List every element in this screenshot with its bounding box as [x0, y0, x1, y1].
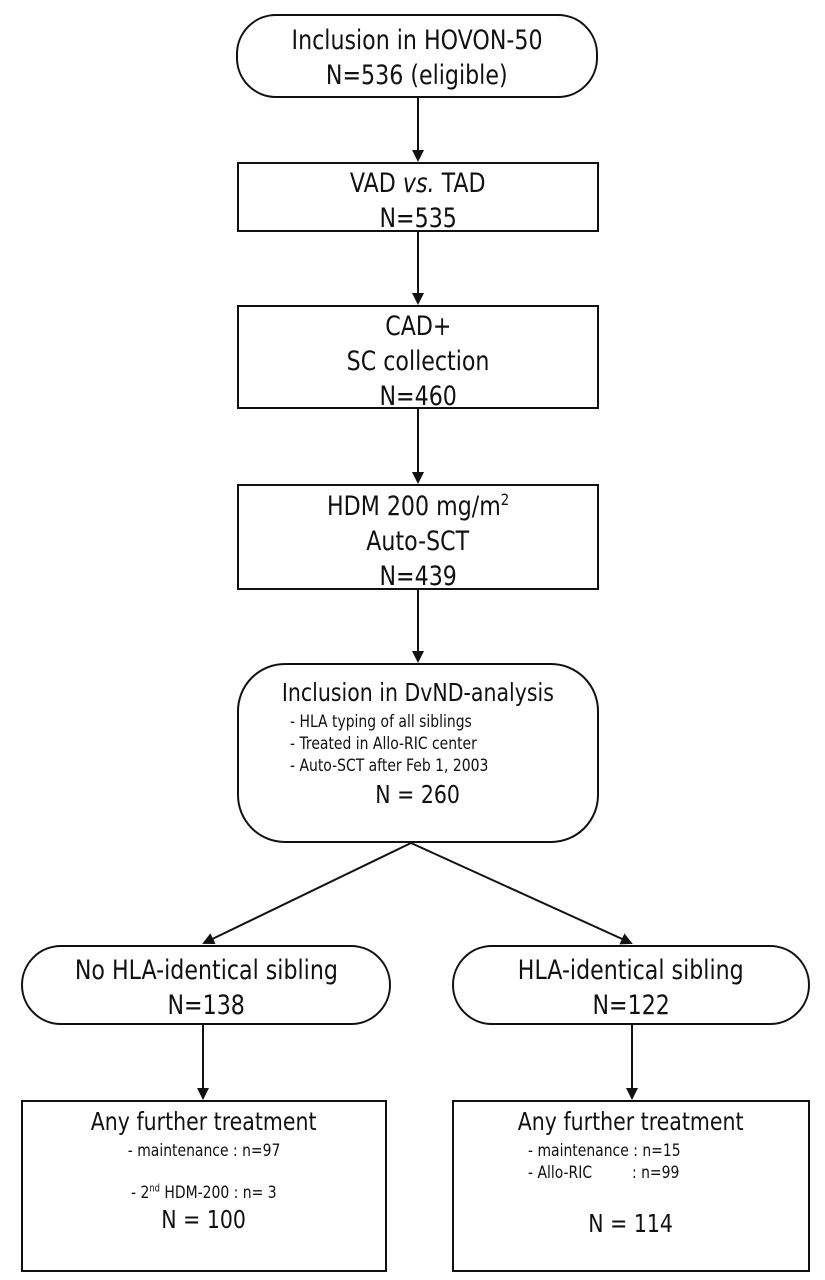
hdm-dose-text: HDM 200 mg/m	[326, 491, 501, 522]
cad-label: CAD+	[384, 311, 452, 342]
right-treatment-count: N = 114	[588, 1209, 674, 1238]
auto-sct-label: Auto-SCT	[366, 526, 470, 557]
dvnd-criterion: - Auto-SCT after Feb 1, 2003	[290, 756, 489, 776]
second-hdm-prefix: - 2	[131, 1183, 150, 1203]
hla-count: N=122	[592, 990, 670, 1021]
node-right-further-treatment: Any further treatment - maintenance : n=…	[452, 1100, 810, 1272]
no-hla-title: No HLA-identical sibling	[74, 955, 338, 986]
dvnd-criteria-list: - HLA typing of all siblings - Treated i…	[290, 711, 532, 777]
second-hdm-ordinal: nd	[149, 1183, 161, 1195]
inclusion-hovon-count: N=536 (eligible)	[326, 60, 508, 91]
hdm-auto-count: N=439	[379, 561, 457, 592]
inclusion-hovon-title: Inclusion in HOVON-50	[291, 25, 543, 56]
vs-label: vs.	[403, 168, 435, 199]
left-treatment-title: Any further treatment	[91, 1107, 317, 1136]
cad-sc-count: N=460	[379, 381, 457, 412]
right-treatment-maintenance: - maintenance : n=15	[527, 1141, 681, 1161]
arrow-dvnd-to-no-hla	[202, 842, 412, 945]
right-treatment-allo-ric: - Allo-RIC : n=99	[527, 1163, 680, 1183]
node-no-hla-identical-sibling: No HLA-identical sibling N=138	[21, 945, 391, 1025]
node-hdm-auto-sct: HDM 200 mg/m2 Auto-SCT N=439	[237, 484, 599, 592]
dvnd-criterion: - Treated in Allo-RIC center	[290, 734, 477, 754]
left-treatment-second-hdm: - 2nd HDM-200 : n= 3	[131, 1182, 277, 1204]
node-inclusion-hovon: Inclusion in HOVON-50 N=536 (eligible)	[236, 14, 598, 98]
tad-label: TAD	[434, 168, 486, 199]
dvnd-count: N = 260	[375, 780, 461, 809]
dvnd-title: Inclusion in DvND-analysis	[281, 678, 555, 707]
vad-vs-tad-count: N=535	[379, 203, 457, 234]
no-hla-count: N=138	[167, 990, 245, 1021]
node-cad-sc-collection: CAD+ SC collection N=460	[237, 305, 599, 412]
left-treatment-maintenance: - maintenance : n=97	[127, 1141, 281, 1161]
hdm-dose-exponent: 2	[500, 490, 510, 509]
second-hdm-text: HDM-200 : n= 3	[160, 1183, 277, 1203]
vad-vs-tad-title: VAD vs. TAD	[350, 167, 486, 201]
node-dvnd-analysis: Inclusion in DvND-analysis - HLA typing …	[237, 663, 599, 843]
right-treatment-title: Any further treatment	[518, 1107, 744, 1136]
arrow-dvnd-to-hla	[410, 842, 633, 945]
left-treatment-count: N = 100	[161, 1205, 247, 1234]
vad-label: VAD	[350, 168, 404, 199]
node-left-further-treatment: Any further treatment - maintenance : n=…	[21, 1100, 387, 1272]
node-vad-vs-tad: VAD vs. TAD N=535	[237, 162, 599, 234]
sc-collection-label: SC collection	[346, 346, 490, 377]
dvnd-criterion: - HLA typing of all siblings	[290, 712, 472, 732]
hla-title: HLA-identical sibling	[518, 955, 744, 986]
right-treatment-list: - maintenance : n=15 - Allo-RIC : n=99	[528, 1140, 714, 1184]
node-hla-identical-sibling: HLA-identical sibling N=122	[452, 945, 810, 1025]
hdm-dose-label: HDM 200 mg/m2	[327, 490, 509, 524]
